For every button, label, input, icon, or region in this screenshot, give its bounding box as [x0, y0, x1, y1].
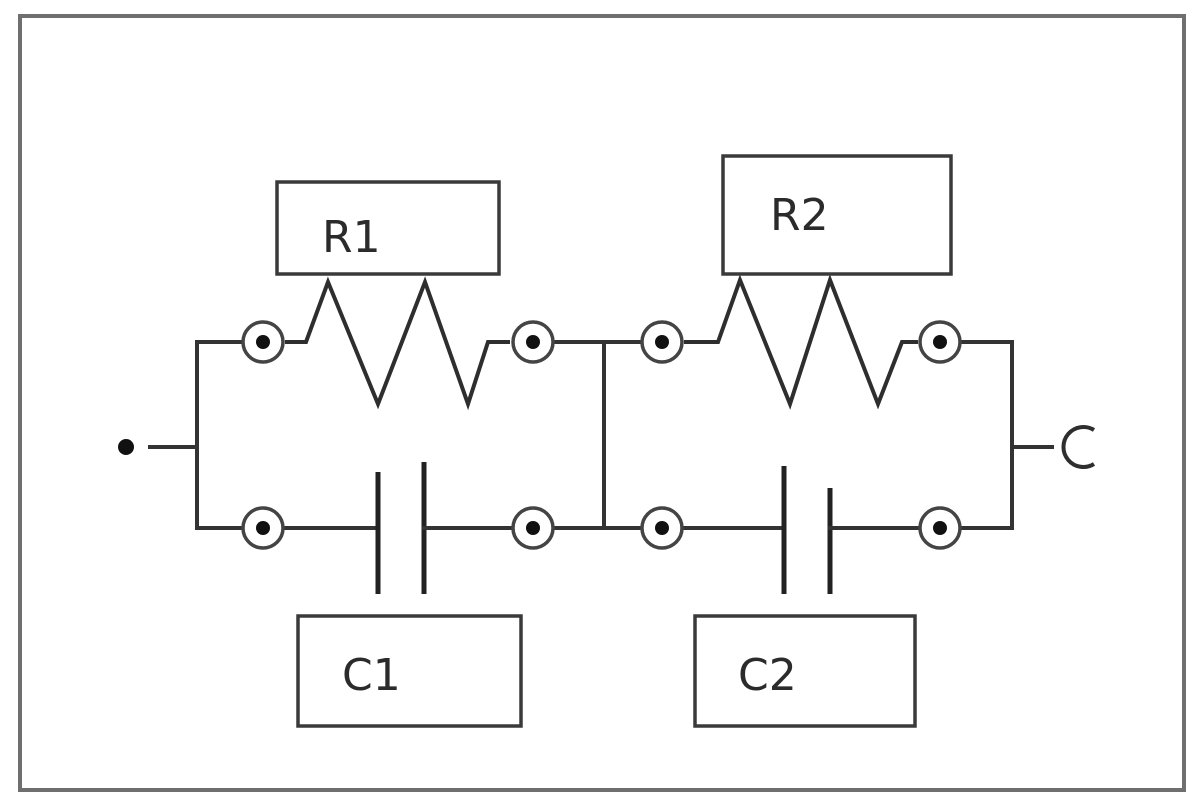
r2-label: R2 [770, 190, 829, 241]
terminal-r2-left [640, 320, 684, 364]
output-terminal [1061, 425, 1096, 469]
input-node [118, 439, 134, 455]
terminal-r1-right [511, 320, 555, 364]
terminal-r1-left [241, 320, 285, 364]
r1-label: R1 [322, 212, 381, 263]
r2-resistor [684, 274, 918, 410]
terminal-c2-left [640, 506, 684, 550]
terminal-c1-right [511, 506, 555, 550]
r1-resistor [285, 276, 510, 411]
r1-label-box [275, 180, 501, 276]
r2-label-box [721, 154, 953, 276]
c2-label-box [693, 614, 917, 728]
c2-label: C2 [738, 650, 797, 701]
terminal-c2-right [918, 506, 962, 550]
c1-label: C1 [342, 650, 401, 701]
terminal-c1-left [241, 506, 285, 550]
terminal-r2-right [918, 320, 962, 364]
c1-label-box [296, 614, 523, 728]
